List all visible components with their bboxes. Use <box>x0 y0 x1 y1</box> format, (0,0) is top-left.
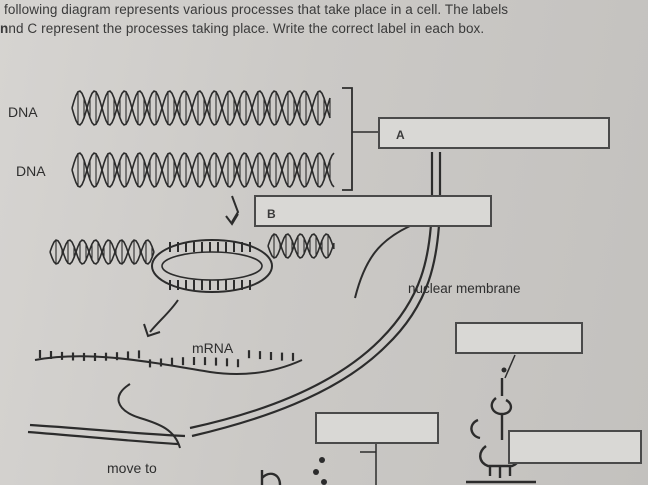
move-to-label: move to <box>107 460 157 476</box>
instructions-line-2: nnd C represent the processes taking pla… <box>0 21 485 36</box>
dna-label-top: DNA <box>8 104 38 120</box>
dna-label-bottom: DNA <box>16 163 46 179</box>
arrow-to-mrna <box>149 299 179 333</box>
dna-helix-top <box>71 90 331 126</box>
mrna-strand <box>34 355 303 376</box>
mrna-label: mRNA <box>192 340 234 356</box>
answer-box-b[interactable] <box>254 195 492 227</box>
instructions-line-1: following diagram represents various pro… <box>4 2 509 17</box>
instructions-line-2-text: nd C represent the processes taking plac… <box>8 21 485 36</box>
box-b-connector <box>354 225 411 299</box>
nuclear-membrane <box>189 152 434 430</box>
nuclear-membrane-label: nuclear membrane <box>408 281 521 296</box>
answer-box-c[interactable] <box>455 322 583 354</box>
box-a-label: A <box>396 128 405 142</box>
box-b-label: B <box>267 207 276 221</box>
arrow-to-replication <box>231 195 240 223</box>
mrna-exit <box>117 383 181 449</box>
answer-box-e[interactable] <box>508 430 642 464</box>
transcription-bubble <box>49 233 335 293</box>
dna-helix-bottom <box>71 152 335 188</box>
answer-box-d[interactable] <box>315 412 439 444</box>
trna-shape <box>466 378 536 484</box>
dna-bracket <box>342 87 353 191</box>
answer-box-a[interactable] <box>378 117 610 149</box>
